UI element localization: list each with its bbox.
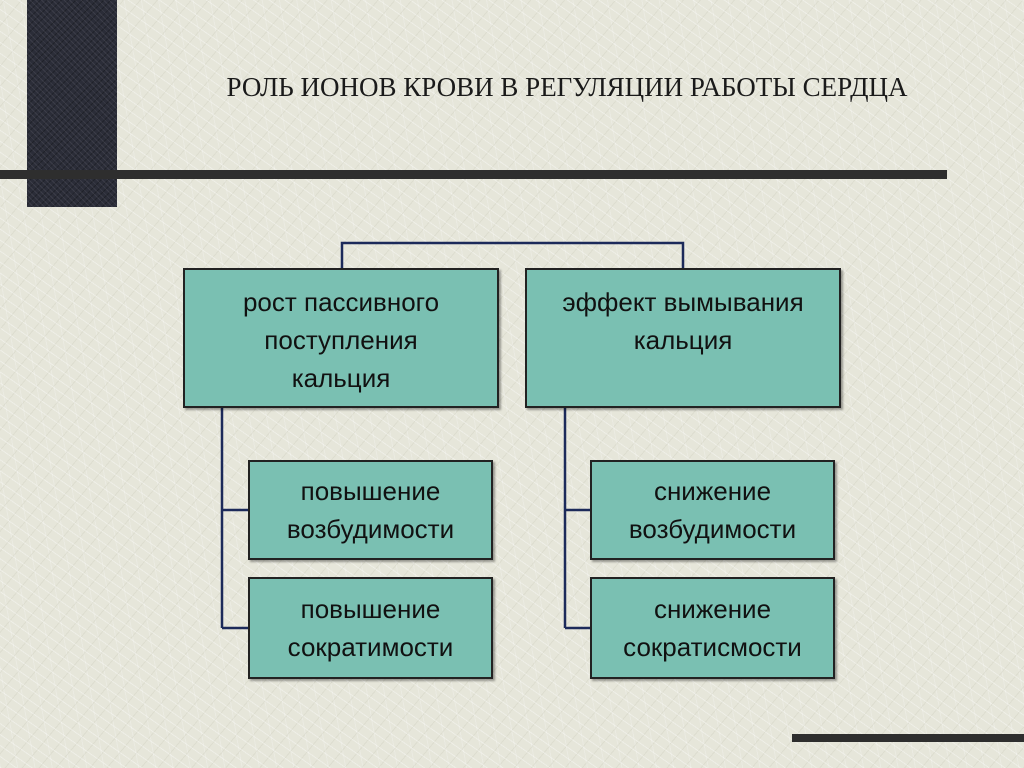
left-child-box-2: повышение сократимости <box>248 577 493 679</box>
top-bracket-connector <box>340 241 685 269</box>
left-child-label-2: повышение сократимости <box>287 594 454 662</box>
right-child-box-1: снижение возбудимости <box>590 460 835 560</box>
right-branch-box: эффект вымывания кальция <box>525 268 841 408</box>
left-branch-label: рост пассивного поступления кальция <box>242 287 440 393</box>
right-child-label-1: снижение возбудимости <box>628 476 797 544</box>
right-child-box-2: снижение сократисмости <box>590 577 835 679</box>
right-child-label-2: снижение сократисмости <box>623 594 802 662</box>
slide-title: РОЛЬ ИОНОВ КРОВИ В РЕГУЛЯЦИИ РАБОТЫ СЕРД… <box>226 72 908 102</box>
right-branch-label: эффект вымывания кальция <box>562 287 804 355</box>
footer-divider <box>792 734 1024 742</box>
left-branch-box: рост пассивного поступления кальция <box>183 268 499 408</box>
left-child-box-1: повышение возбудимости <box>248 460 493 560</box>
left-child-label-1: повышение возбудимости <box>286 476 455 544</box>
header-divider <box>0 170 947 179</box>
